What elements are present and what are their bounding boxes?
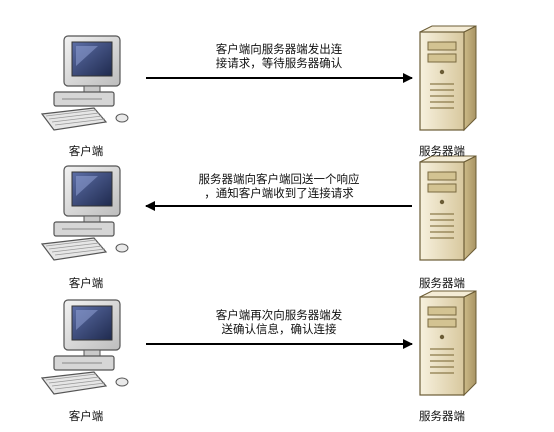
step-message-line: 客户端向服务器端发出连: [215, 42, 343, 56]
client-label: 客户端: [68, 144, 104, 158]
step-message-line: 服务器端向客户端回送一个响应: [198, 172, 360, 186]
step-message: 客户端再次向服务器端发送确认信息，确认连接: [216, 308, 343, 336]
step-message-line: 接请求，等待服务器确认: [215, 56, 343, 70]
step-message-line: 送确认信息，确认连接: [221, 322, 337, 336]
client-computer-icon: [40, 165, 129, 261]
step-message-line: 客户端再次向服务器端发: [215, 308, 343, 322]
server-tower-icon: [419, 290, 477, 397]
step-message: 客户端向服务器端发出连接请求，等待服务器确认: [216, 42, 343, 70]
server-label: 服务器端: [419, 276, 465, 290]
client-label: 客户端: [68, 276, 104, 290]
step-message: 服务器端向客户端回送一个响应，通知客户端收到了连接请求: [199, 172, 360, 200]
server-tower-icon: [419, 155, 477, 262]
server-label: 服务器端: [419, 144, 465, 158]
client-computer-icon: [40, 35, 129, 131]
server-label: 服务器端: [419, 409, 465, 423]
step-message-line: ，通知客户端收到了连接请求: [204, 186, 354, 200]
client-computer-icon: [40, 299, 129, 395]
client-label: 客户端: [68, 409, 104, 423]
server-tower-icon: [419, 25, 477, 132]
